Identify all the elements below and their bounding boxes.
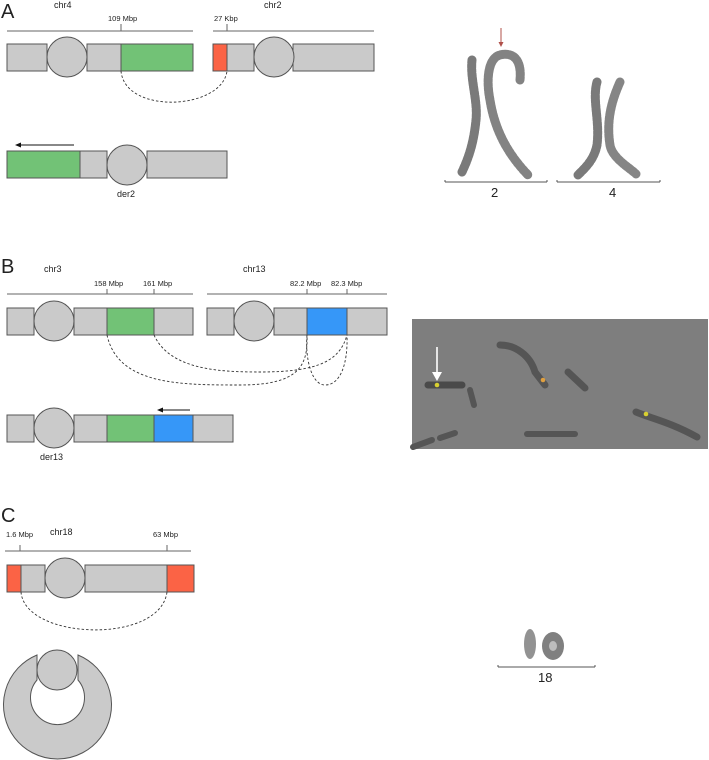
ring-chromosome-18: [3, 649, 112, 760]
panel-letter-a: A: [1, 1, 15, 23]
chr18-breakpoint-label-2: 63 Mbp: [153, 530, 178, 539]
der2-q-arm: [146, 150, 228, 179]
chr3-centromere: [33, 300, 75, 342]
chr13-q-arm-proximal: [273, 307, 308, 336]
chr4-breakpoint-label: 109 Mbp: [108, 14, 137, 23]
chr3-q-arm-proximal: [73, 307, 108, 336]
chr2-deleted-segment: [212, 43, 228, 72]
der13-label: der13: [40, 452, 63, 462]
panel-letter-b: B: [1, 256, 14, 278]
chr18-q-arm: [84, 564, 168, 593]
der2-p-arm: [79, 150, 108, 179]
arrow-left-icon: [15, 142, 21, 148]
chr2-q-arm: [292, 43, 375, 72]
chr3-label: chr3: [44, 264, 62, 274]
panel-b: B chr3 158 Mbp 161 Mbp chr13 82.2 Mbp 82…: [1, 256, 708, 462]
der2-label: der2: [117, 189, 135, 199]
chr13-q-arm-distal: [346, 307, 388, 336]
junction-curve: [120, 70, 228, 103]
fish-signal: [434, 382, 440, 388]
chr2-centromere: [253, 36, 295, 78]
chromosome-der2: [483, 49, 533, 180]
junction-curve-3: [306, 334, 348, 386]
karyotype-2-bracket: [444, 180, 548, 183]
der2-centromere: [106, 144, 148, 186]
junction-curve-1: [106, 334, 308, 386]
der13-q-arm-proximal: [73, 414, 108, 443]
karyotype-18-bracket: [497, 665, 596, 668]
chr4-axis: [7, 24, 193, 32]
ring-centromere: [36, 649, 78, 691]
chr13-axis: [207, 289, 387, 295]
der13-blue-segment: [153, 414, 194, 443]
chr13-centromere: [233, 300, 275, 342]
der13-p-arm: [6, 414, 35, 443]
chr13-breakpoint-label-2: 82.3 Mbp: [331, 279, 362, 288]
chr13-p-arm: [206, 307, 235, 336]
chromosome-13: [632, 408, 701, 441]
chr3-q-arm-distal: [153, 307, 194, 336]
fish-signal: [643, 411, 649, 417]
chr4-p-arm: [6, 43, 48, 72]
der13-green-segment: [106, 414, 155, 443]
chr18-label: chr18: [50, 527, 73, 537]
arrow-down-icon: [432, 372, 442, 381]
chr3-breakpoint-label-1: 158 Mbp: [94, 279, 123, 288]
fish-signal: [540, 377, 546, 383]
chr13-label: chr13: [243, 264, 266, 274]
chr13-breakpoint-label-1: 82.2 Mbp: [290, 279, 321, 288]
chr4-centromere: [46, 36, 88, 78]
ring-body: [3, 654, 112, 760]
chr2-breakpoint-label: 27 Kbp: [214, 14, 238, 23]
der2-green-segment: [6, 150, 81, 179]
chromosome-2-normal: [457, 55, 481, 177]
der13-centromere: [33, 407, 75, 449]
chr3-inserted-segment: [106, 307, 155, 336]
chr13-inverted-segment: [306, 307, 348, 336]
der13-q-arm-distal: [192, 414, 234, 443]
panel-a: A chr4 109 Mbp chr2 27 Kbp der2: [1, 0, 661, 200]
chr18-axis: [5, 545, 191, 552]
chromosome-18-normal: [524, 629, 536, 659]
junction-curve-2: [153, 334, 348, 373]
chr4-translocated-segment: [120, 43, 194, 72]
chr4-label: chr4: [54, 0, 72, 10]
arrow-down-icon: [498, 42, 504, 47]
karyotype-label-4: 4: [609, 185, 616, 200]
chr2-p-arm: [226, 43, 255, 72]
arrow-left-icon: [157, 407, 163, 413]
chr3-axis: [7, 289, 193, 295]
karyotype-image-a: 2 4: [444, 28, 661, 200]
chr18-centromere: [44, 557, 86, 599]
chr4-q-arm-proximal: [86, 43, 122, 72]
chr18-breakpoint-label-1: 1.6 Mbp: [6, 530, 33, 539]
chr18-p-arm: [20, 564, 46, 593]
karyotype-label-2: 2: [491, 185, 498, 200]
chromosome-3: [496, 341, 549, 389]
chr18-deleted-q-terminal: [166, 564, 195, 593]
karyotype-label-18: 18: [538, 670, 552, 685]
chr2-label: chr2: [264, 0, 282, 10]
chr2-axis: [213, 24, 374, 32]
chr3-p-arm: [6, 307, 35, 336]
chromosome-der4: [604, 77, 641, 179]
panel-c: C chr18 1.6 Mbp 63 Mbp 18: [1, 505, 596, 760]
fish-image: [410, 319, 708, 450]
chr18-deleted-p-terminal: [6, 564, 22, 593]
panel-letter-c: C: [1, 505, 15, 527]
karyotype-image-c: 18: [497, 629, 596, 685]
chr3-breakpoint-label-2: 161 Mbp: [143, 279, 172, 288]
junction-curve: [20, 591, 168, 631]
chromosome-4-normal: [573, 77, 603, 180]
karyotype-4-bracket: [556, 180, 661, 183]
